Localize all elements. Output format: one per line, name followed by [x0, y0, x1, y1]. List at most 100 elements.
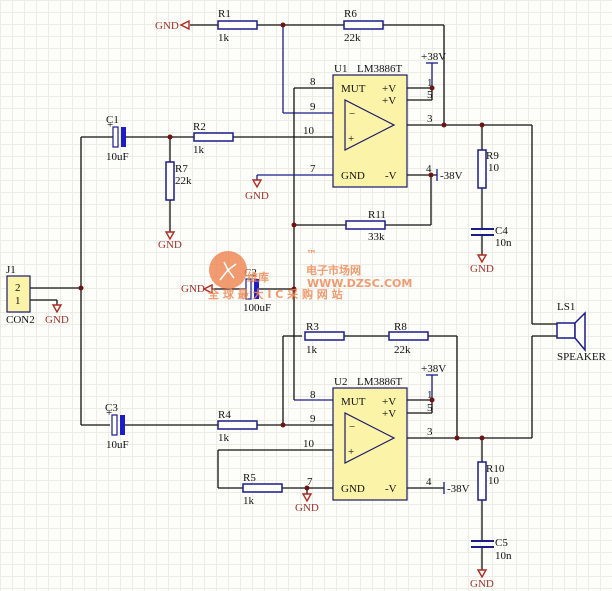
u2-part: LM3886T	[357, 376, 403, 388]
gnd-r7: GND	[158, 231, 182, 251]
u2-mut-label: MUT	[341, 396, 366, 408]
r4-value: 1k	[218, 432, 230, 444]
svg-text:+: +	[107, 119, 113, 131]
chip-u1[interactable]: U1 LM3886T MUT +V +V − + GND -V 8 9 10 7…	[303, 63, 433, 188]
u1-vpos-label: +38V	[421, 51, 446, 63]
wires-bottom	[81, 335, 557, 570]
watermark-tm: ™	[306, 248, 317, 261]
svg-text:GND: GND	[155, 20, 179, 32]
chip-u2[interactable]: U2 LM3886T MUT +V +V − + GND -V 8 9 10 7…	[303, 376, 433, 501]
r1-value: 1k	[218, 32, 230, 44]
r3-value: 1k	[306, 344, 318, 356]
resistor-r8[interactable]: R8 22k	[388, 321, 429, 356]
u2-vneg-label: -38V	[447, 483, 470, 495]
u2-minus-label: −	[349, 421, 355, 433]
u2-vplus1-label: +V	[382, 396, 396, 408]
capacitor-c1[interactable]: + C1 10uF	[106, 114, 129, 163]
watermark-slogan: 全 球 最 大 I C 采 购 网 站	[207, 287, 343, 301]
u1-pin7: 7	[310, 163, 316, 175]
junctions	[78, 22, 485, 491]
u2-pin10: 10	[303, 438, 315, 450]
c2-value: 100uF	[243, 302, 271, 314]
r9-ref: R9	[486, 150, 499, 162]
gnd-j1: GND	[45, 304, 69, 326]
c3-value: 10uF	[106, 439, 129, 451]
svg-text:GND: GND	[245, 190, 269, 202]
u2-vminus-label: -V	[385, 483, 397, 495]
u1-pin10: 10	[303, 125, 315, 137]
capacitor-c2[interactable]: C2 100uF	[243, 267, 271, 314]
svg-text:+: +	[106, 407, 112, 419]
svg-text:GND: GND	[181, 283, 205, 295]
resistor-r7[interactable]: R7 22k	[165, 161, 192, 201]
gnd-u1-pin7: GND	[245, 179, 269, 202]
u2-vplus2-label: +V	[382, 408, 396, 420]
c1-value: 10uF	[106, 151, 129, 163]
u2-plus-label: +	[348, 446, 354, 458]
u1-gnd-label: GND	[341, 170, 365, 182]
svg-text:GND: GND	[470, 263, 494, 275]
r3-ref: R3	[306, 321, 319, 333]
r4-ref: R4	[218, 409, 231, 421]
c4-value: 10n	[495, 237, 512, 249]
r6-value: 22k	[344, 32, 361, 44]
watermark: 维库 电子市场网 ™ WWW.DZSC.COM 全 球 最 大 I C 采 购 …	[207, 248, 412, 301]
u1-plus-label: +	[348, 133, 354, 145]
u1-pin1: 1	[427, 77, 433, 89]
u1-ref: U1	[334, 63, 347, 75]
gnd-c5: GND	[470, 569, 494, 590]
j1-part: CON2	[6, 314, 35, 326]
resistor-r9[interactable]: R9 10	[477, 149, 500, 189]
ls1-ref: LS1	[557, 301, 575, 313]
r10-ref: R10	[486, 463, 505, 475]
c2-ref: C2	[244, 267, 257, 279]
r8-value: 22k	[394, 344, 411, 356]
resistor-r5[interactable]: R5 1k	[242, 472, 283, 507]
r8-ref: R8	[394, 321, 407, 333]
resistor-r4[interactable]: R4 1k	[217, 409, 258, 444]
c5-ref: C5	[495, 537, 508, 549]
capacitor-c3[interactable]: + C3 10uF	[105, 402, 129, 451]
u1-vplus2-label: +V	[382, 95, 396, 107]
r6-ref: R6	[344, 8, 357, 20]
resistor-r6[interactable]: R6 22k	[343, 8, 384, 44]
c5-value: 10n	[495, 550, 512, 562]
r1-ref: R1	[218, 8, 231, 20]
gnd-c2: GND	[181, 283, 213, 295]
j1-pin1: 1	[15, 295, 21, 307]
u2-pin8: 8	[310, 389, 316, 401]
resistor-r2[interactable]: R2 1k	[193, 121, 234, 156]
j1-pin2: 2	[15, 282, 21, 294]
r7-ref: R7	[175, 163, 188, 175]
svg-text:GND: GND	[158, 239, 182, 251]
resistor-r11[interactable]: R11 33k	[345, 209, 386, 243]
r11-ref: R11	[368, 209, 386, 221]
c3-ref: C3	[105, 402, 118, 414]
r5-ref: R5	[243, 472, 256, 484]
c1-ref: C1	[106, 114, 119, 126]
u2-pin7: 7	[307, 476, 313, 488]
resistor-r3[interactable]: R3 1k	[304, 321, 345, 356]
c4-ref: C4	[495, 225, 508, 237]
u2-pin1: 1	[427, 389, 433, 401]
u1-pin4: 4	[426, 163, 432, 175]
capacitor-c4[interactable]: C4 10n	[471, 225, 512, 249]
u2-ref: U2	[334, 376, 347, 388]
r2-ref: R2	[193, 121, 206, 133]
r9-value: 10	[488, 162, 500, 174]
gnd-u2-pin7: GND	[295, 493, 319, 514]
connector-j1[interactable]: 2 1 J1 CON2	[6, 264, 35, 326]
resistor-r1[interactable]: R1 1k	[217, 8, 258, 44]
watermark-url: WWW.DZSC.COM	[307, 277, 412, 290]
gnd-c4: GND	[470, 254, 494, 275]
u1-vneg-label: -38V	[440, 170, 463, 182]
speaker-ls1[interactable]: LS1 SPEAKER	[556, 301, 607, 363]
capacitor-c5[interactable]: C5 10n	[471, 537, 512, 562]
svg-text:GND: GND	[45, 314, 69, 326]
wires-top	[30, 24, 557, 425]
u2-vpos-label: +38V	[421, 363, 446, 375]
r10-value: 10	[488, 475, 500, 487]
resistor-r10[interactable]: R10 10	[477, 461, 505, 501]
